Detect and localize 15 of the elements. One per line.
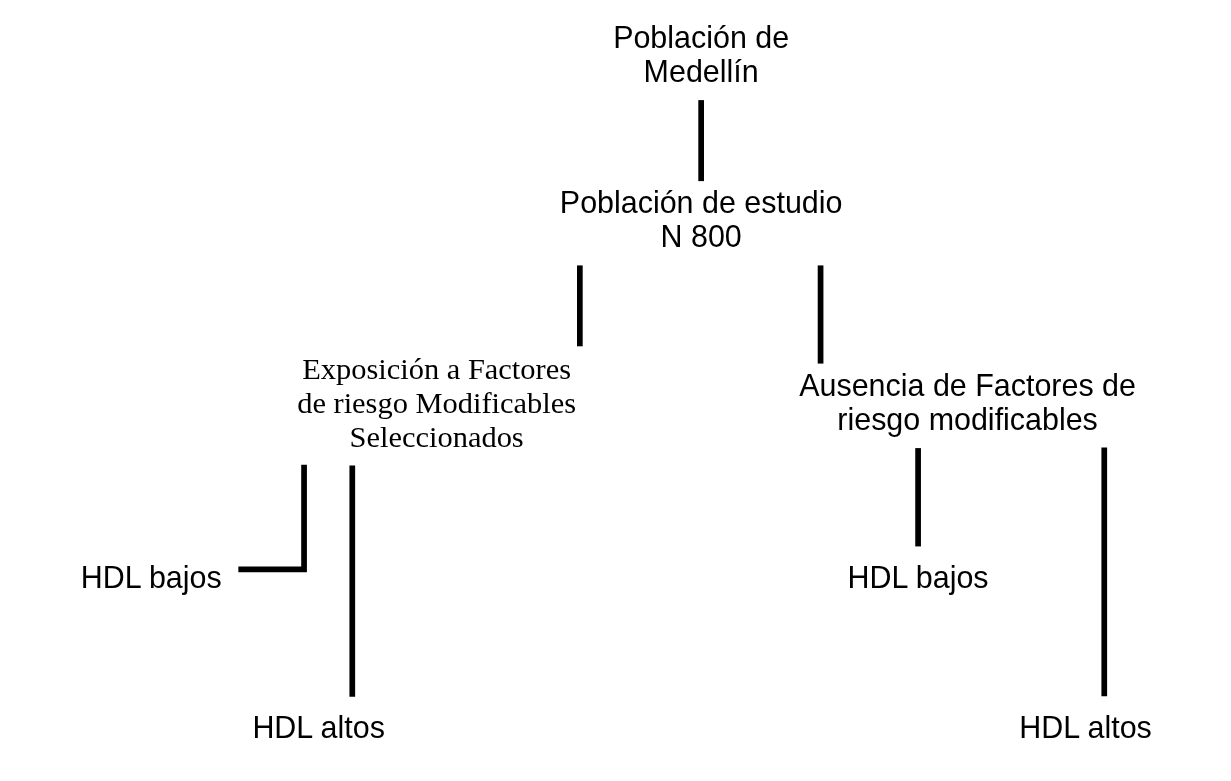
node-text: Exposición a Factores de riesgo Modificables Seleccionados — [296, 351, 576, 455]
connector — [237, 464, 307, 573]
connector — [697, 100, 704, 182]
connector — [914, 448, 921, 547]
node-text: HDL bajos — [847, 560, 989, 595]
node-text: Población de Medellín — [612, 19, 789, 88]
connector — [348, 465, 355, 697]
node-text: HDL bajos — [80, 560, 222, 595]
node-text: Ausencia de Factores de riesgo modificables — [798, 367, 1136, 437]
connector — [817, 265, 823, 364]
connector — [576, 265, 583, 347]
node-text: Población de estudio N 800 — [559, 185, 842, 254]
connector — [1100, 447, 1107, 697]
node-text: HDL altos — [1018, 710, 1152, 745]
node-text: HDL altos — [251, 710, 385, 745]
